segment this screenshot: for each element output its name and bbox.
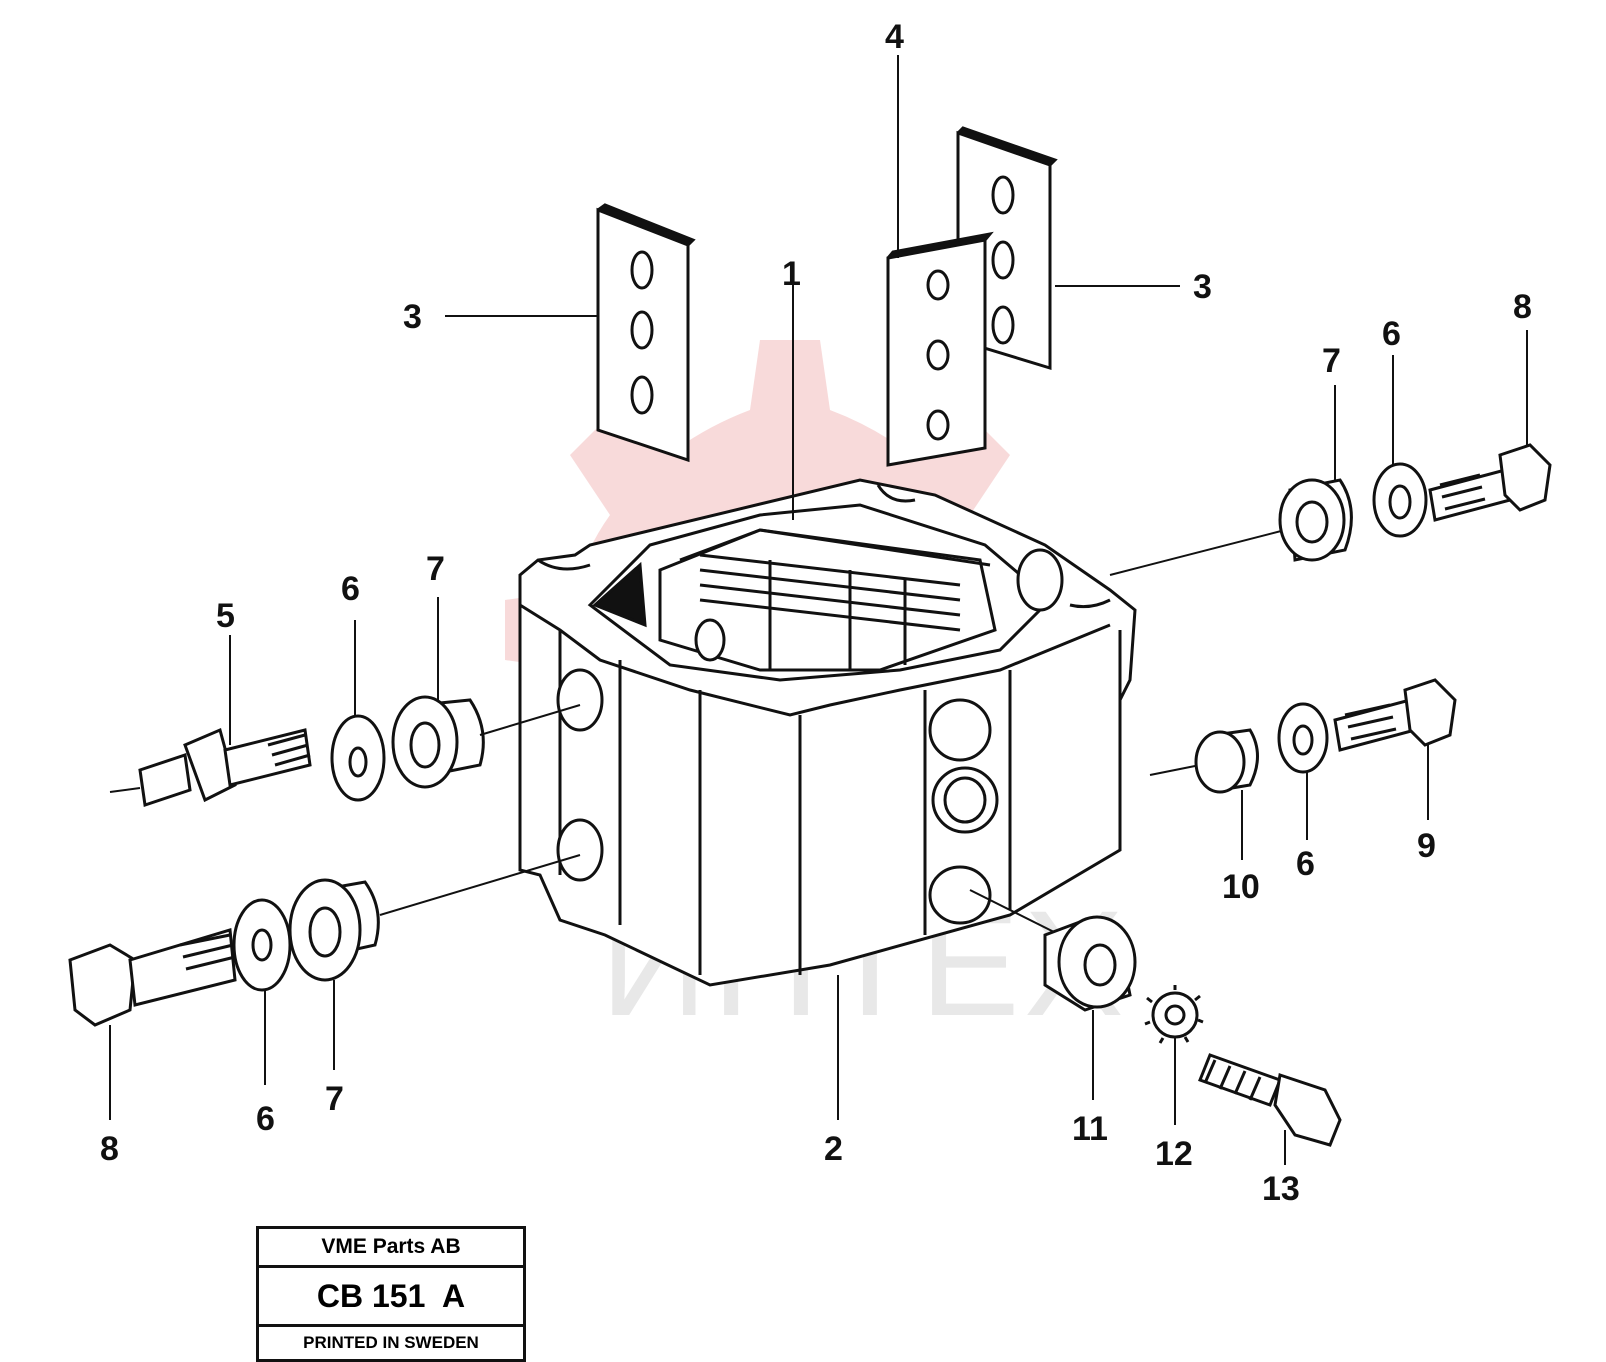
axis-line-right-top [1109,529,1286,576]
bushing-part-7-left-bottom [288,878,380,982]
callout-8-left: 8 [100,1130,119,1168]
bushing-part-10 [1194,728,1259,794]
callout-7-left-top: 7 [426,550,445,588]
title-stamp: VME Parts AB CB 151 A PRINTED IN SWEDEN [256,1226,526,1362]
stamp-company-row: VME Parts AB [259,1229,523,1268]
bushing-part-7-right [1278,478,1353,562]
callout-12: 12 [1155,1135,1193,1173]
callout-11: 11 [1072,1110,1108,1148]
callout-6-left-bottom: 6 [256,1100,275,1138]
callout-10: 10 [1222,868,1260,906]
callout-6-left-top: 6 [341,570,360,608]
axis-line-left-bottom [379,854,581,916]
callout-8-right: 8 [1513,288,1532,326]
plate-part-4 [886,231,994,467]
washer-part-6-right-top [1372,462,1428,538]
callouts: 1 2 3 3 4 5 6 6 6 6 7 7 7 8 8 9 10 11 12… [100,18,1532,1208]
callout-2: 2 [824,1130,843,1168]
stamp-code-row: CB 151 A [259,1268,523,1327]
leader-lines [109,55,1528,1165]
callout-3-left: 3 [403,298,422,336]
bushing-part-7-left-top [391,695,485,789]
plate-part-3-left [596,203,696,463]
callout-6-right-bottom: 6 [1296,845,1315,883]
washer-part-6-left-bottom [232,898,292,992]
callout-1: 1 [782,255,801,293]
bolt-part-9 [1333,678,1457,752]
stamp-footer-row: PRINTED IN SWEDEN [259,1327,523,1359]
bolt-part-5 [109,727,312,807]
callout-9: 9 [1417,827,1436,865]
callout-4: 4 [885,18,904,56]
callout-5: 5 [216,597,235,635]
callout-3-right: 3 [1193,268,1212,306]
bolt-part-13 [1198,1053,1342,1147]
axis-line-right-middle [1149,764,1201,776]
axis-line-left-top [479,704,581,736]
stamp-footer: PRINTED IN SWEDEN [303,1333,479,1352]
bolt-part-8-left [68,928,237,1027]
lock-washer-part-12-icon [1144,985,1204,1044]
stamp-company: VME Parts AB [321,1235,461,1258]
washer-part-6-left-top [330,714,386,802]
stamp-code: CB 151 A [316,1277,466,1314]
callout-7-right: 7 [1322,342,1341,380]
callout-7-left-bottom: 7 [325,1080,344,1118]
callout-6-right-top: 6 [1382,315,1401,353]
callout-13: 13 [1262,1170,1300,1208]
bolt-part-8-right [1428,443,1552,522]
inner-element-part-1 [658,528,997,672]
washer-part-6-right-bottom [1277,702,1329,774]
bushing-part-11 [1043,915,1137,1012]
